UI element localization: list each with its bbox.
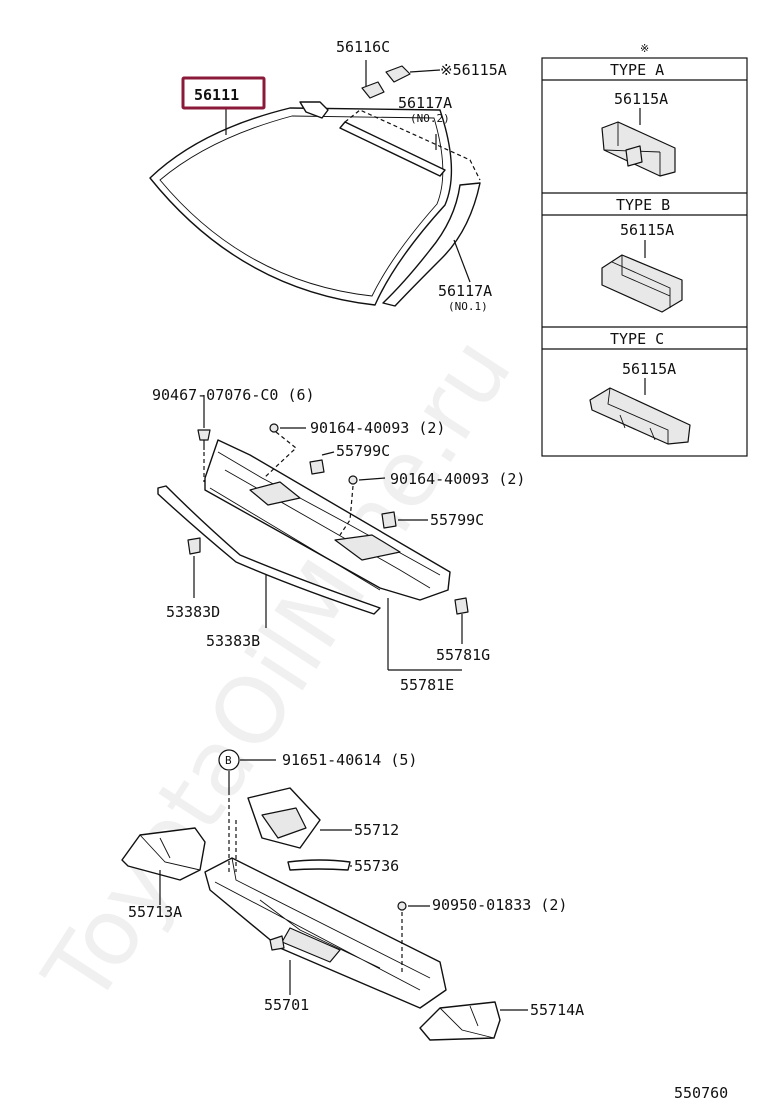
types-mark: ※: [640, 42, 649, 55]
label-53383D: 53383D: [166, 603, 220, 621]
clip-55781G[interactable]: [454, 597, 469, 615]
cowl-top-panel[interactable]: [204, 439, 451, 601]
bolt-90950[interactable]: [397, 901, 407, 911]
label-55781G: 55781G: [436, 646, 490, 664]
label-90164-b: 90164-40093 (2): [390, 470, 525, 488]
label-56116C: 56116C: [336, 38, 390, 56]
cowl-panel-55701[interactable]: [204, 857, 447, 1009]
type-a-header: TYPE A: [610, 61, 664, 79]
circle-b-letter: B: [225, 754, 232, 767]
label-55736: 55736: [354, 857, 399, 875]
type-b-header: TYPE B: [616, 196, 670, 214]
label-55799C-b: 55799C: [430, 511, 484, 529]
weatherstrip-no2[interactable]: [339, 121, 446, 177]
label-56115A: ※56115A: [440, 61, 507, 79]
type-c-clip-drawing: [589, 387, 691, 445]
type-a-clip-drawing: [601, 121, 676, 177]
label-no2: (NO.2): [410, 112, 450, 125]
type-c-header: TYPE C: [610, 330, 664, 348]
label-90950: 90950-01833 (2): [432, 896, 567, 914]
label-56117A-no2: 56117A: [398, 94, 452, 112]
weatherstrip-no1[interactable]: [382, 182, 481, 307]
label-55713A: 55713A: [128, 903, 182, 921]
label-55799C-a: 55799C: [336, 442, 390, 460]
bracket-55712[interactable]: [247, 787, 321, 849]
label-55781E: 55781E: [400, 676, 454, 694]
diagram-code: 550760: [674, 1084, 728, 1102]
molding-corner[interactable]: [299, 101, 329, 119]
label-55714A: 55714A: [530, 1001, 584, 1019]
type-b-part: 56115A: [620, 221, 674, 239]
label-91651: 91651-40614 (5): [282, 751, 417, 769]
label-90467: 90467-07076-C0 (6): [152, 386, 315, 404]
highlight-box: [181, 76, 266, 110]
label-no1: (NO.1): [448, 300, 488, 313]
clip-55799C-a[interactable]: [309, 459, 325, 475]
cowl-seal-53383B[interactable]: [157, 485, 381, 615]
windshield-glass[interactable]: [149, 107, 453, 306]
circle-b-marker: [218, 749, 240, 771]
label-53383B: 53383B: [206, 632, 260, 650]
bracket-55714A[interactable]: [419, 1001, 501, 1041]
screw-90164-b[interactable]: [348, 475, 358, 485]
seal-55736[interactable]: [287, 859, 351, 871]
clip-55799C-b[interactable]: [381, 511, 397, 529]
label-55701: 55701: [264, 996, 309, 1014]
clip-56116C[interactable]: [361, 60, 385, 99]
type-c-part: 56115A: [622, 360, 676, 378]
label-55712: 55712: [354, 821, 399, 839]
type-a-part: 56115A: [614, 90, 668, 108]
type-b-clip-drawing: [601, 254, 683, 313]
clip-53383D[interactable]: [187, 537, 201, 555]
bracket-55713A[interactable]: [121, 827, 206, 881]
screw-90467[interactable]: [197, 429, 211, 450]
label-56117A-no1: 56117A: [438, 282, 492, 300]
screw-90164-a[interactable]: [269, 423, 279, 433]
label-56111[interactable]: 56111: [194, 86, 239, 104]
clip-56115A[interactable]: [385, 65, 411, 83]
types-box: ※ TYPE A 56115A TYPE B 56115A TYPE C 561…: [541, 42, 748, 457]
label-90164-a: 90164-40093 (2): [310, 419, 445, 437]
